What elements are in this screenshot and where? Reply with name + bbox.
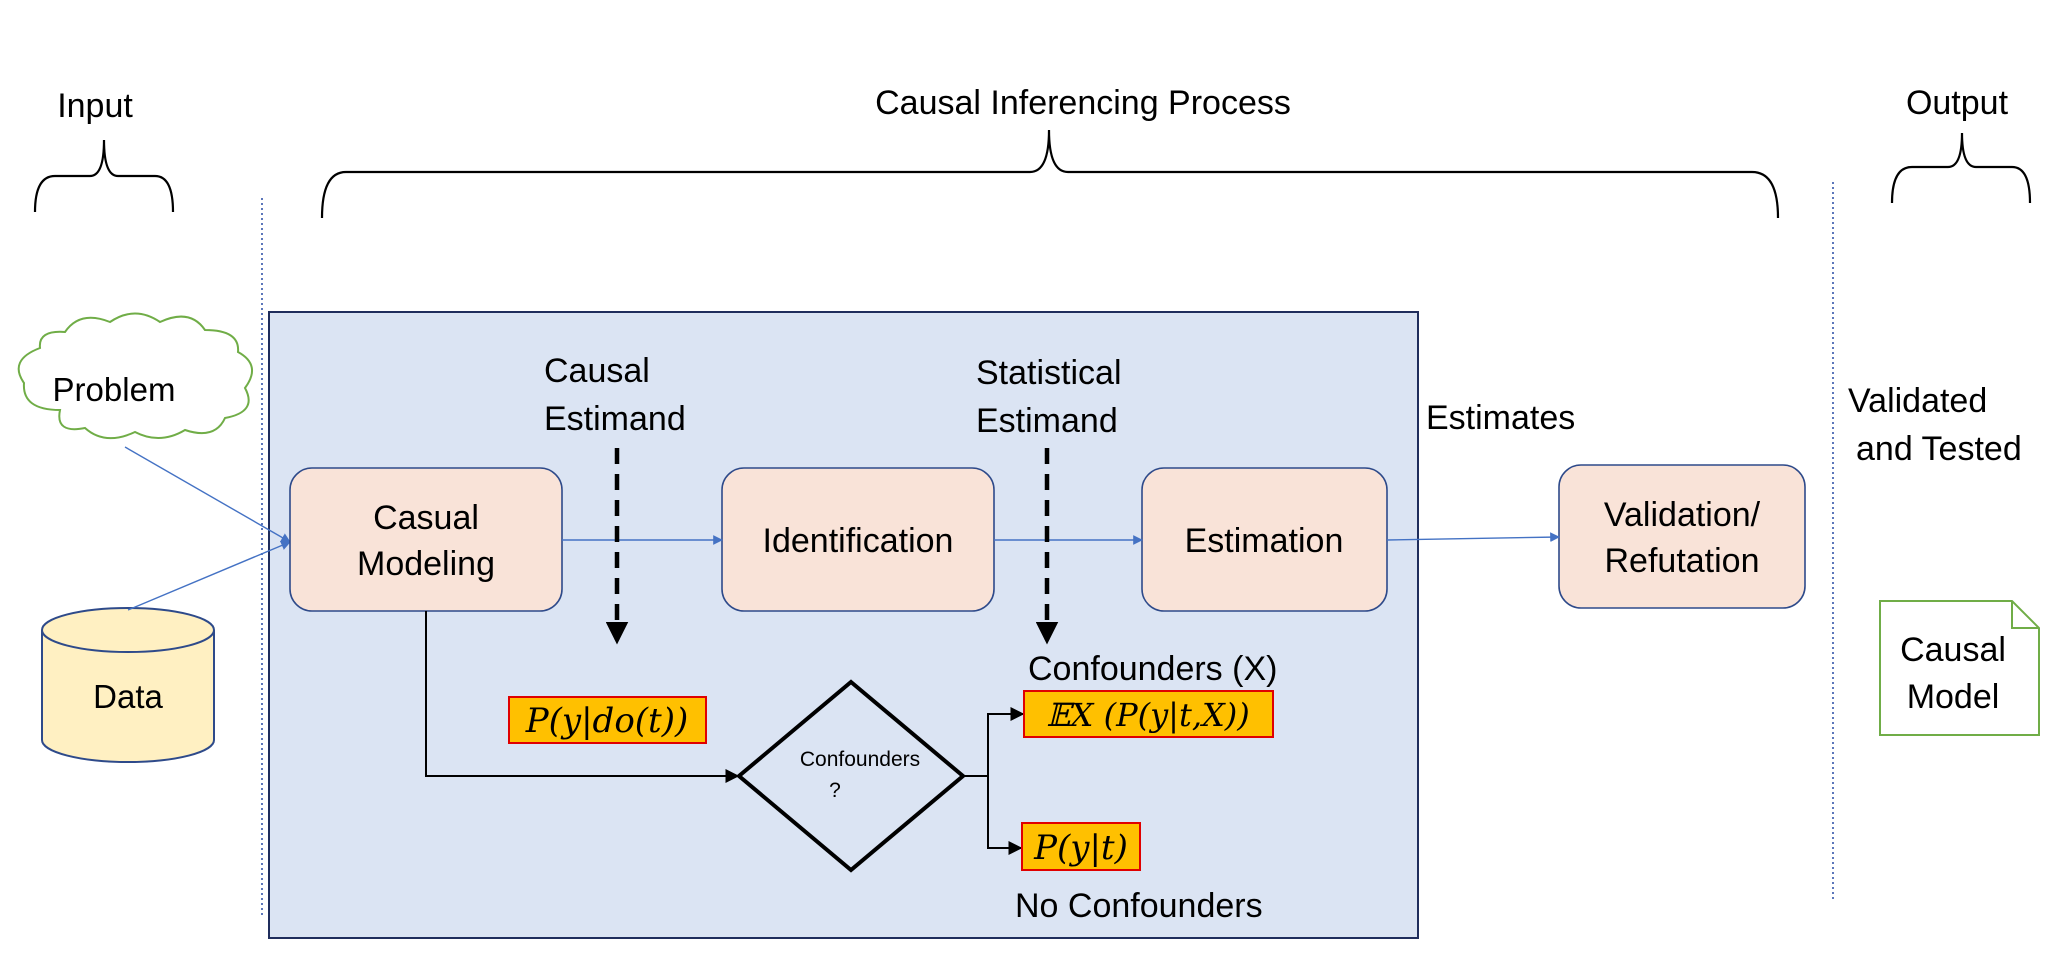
causal-formula: P(y|do(t)) xyxy=(508,696,707,744)
step-estimation: Estimation xyxy=(1141,467,1388,612)
validated-line2: and Tested xyxy=(1856,430,2022,468)
decision-label-line2: ? xyxy=(829,779,841,802)
modeling-label-line1: Casual xyxy=(373,499,479,537)
validated-line1: Validated xyxy=(1848,382,1987,420)
section-output-title: Output xyxy=(1906,84,2009,122)
step-casual-modeling: Casual Modeling xyxy=(289,467,563,612)
problem-label: Problem xyxy=(53,371,176,408)
validation-label-line2: Refutation xyxy=(1605,542,1760,580)
decision-label-line1: Confounders xyxy=(800,748,920,771)
process-brace xyxy=(320,129,1780,219)
data-label: Data xyxy=(93,678,163,715)
arrow-data-to-modeling xyxy=(127,540,291,611)
causal-formula-text: P(y|do(t)) xyxy=(525,701,689,741)
causal-estimand-line2: Estimand xyxy=(544,400,686,438)
causal-model-line2: Model xyxy=(1907,678,2000,716)
estimation-label: Estimation xyxy=(1185,522,1344,560)
section-input-title: Input xyxy=(57,87,133,125)
confounders-decision: Confounders ? xyxy=(735,679,967,873)
statistical-estimand-line1: Statistical xyxy=(976,354,1122,392)
unadjusted-formula-text: P(y|t) xyxy=(1033,828,1128,868)
no-confounders-label: No Confounders xyxy=(1015,887,1263,925)
causal-estimand-line1: Causal xyxy=(544,352,650,390)
arrow-decision-to-unadjusted xyxy=(963,775,1023,855)
identification-label: Identification xyxy=(763,522,954,560)
confounders-x-label: Confounders (X) xyxy=(1028,650,1277,688)
arrow-estimation-to-validation xyxy=(1386,532,1560,543)
arrow-problem-to-modeling xyxy=(124,446,291,543)
section-process-title: Causal Inferencing Process xyxy=(875,84,1291,122)
adjusted-formula: 𝔼X (P(y|t,X)) xyxy=(1023,690,1274,738)
data-cylinder: Data xyxy=(41,607,215,763)
estimates-label: Estimates xyxy=(1426,399,1575,437)
statistical-estimand-line2: Estimand xyxy=(976,402,1118,440)
problem-cloud: Problem xyxy=(17,312,253,439)
unadjusted-formula: P(y|t) xyxy=(1021,822,1141,871)
step-identification: Identification xyxy=(721,467,995,612)
step-validation-refutation: Validation/ Refutation xyxy=(1558,464,1806,609)
input-brace xyxy=(33,139,175,213)
modeling-label-line2: Modeling xyxy=(357,545,495,583)
adjusted-formula-text: 𝔼X (P(y|t,X)) xyxy=(1046,696,1249,734)
causal-model-line1: Causal xyxy=(1900,631,2006,669)
causal-model-document: Causal Model xyxy=(1879,600,2040,736)
validation-label-line1: Validation/ xyxy=(1604,496,1761,534)
output-brace xyxy=(1890,132,2032,204)
arrow-modeling-to-decision xyxy=(425,611,740,783)
